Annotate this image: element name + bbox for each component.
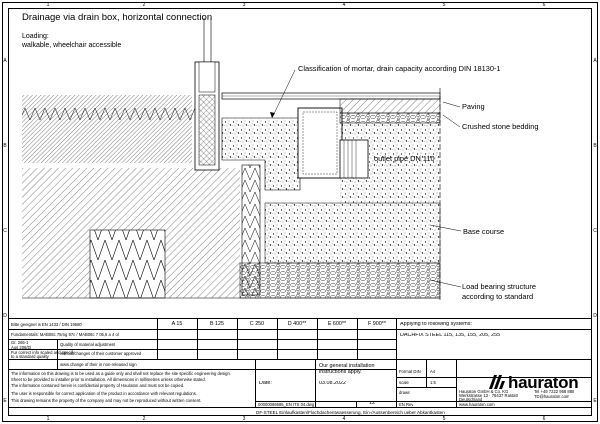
grid-top-4: 4 xyxy=(342,2,346,8)
sheet-code: EN Rev xyxy=(399,402,414,407)
annotation-outlet-pipe: outlet pipe DN 110 xyxy=(374,154,435,163)
annotation-load-bearing-2: according to standard xyxy=(462,292,534,301)
mid-note-1: Quality of material adjustment xyxy=(60,342,116,347)
insulation-top xyxy=(22,108,197,120)
drain-box xyxy=(297,107,343,179)
inner-frame xyxy=(8,8,592,416)
left-note-1: Gr. 265-1 xyxy=(11,340,29,345)
left-note-3: Fur correct info scaled and specify xyxy=(11,350,75,355)
wall-hatch-top xyxy=(22,95,192,163)
left-note-2: Aus 206/Dl xyxy=(11,345,32,350)
fundamentals-text: Fundamentals: MAB08c 75mg 97c / MAB08c 7… xyxy=(11,332,119,337)
drawing-number: 00000069585_EN ITS 04.dwg xyxy=(258,402,315,407)
left-note-4: to a standard quality xyxy=(11,354,49,359)
disclaimer-3: The information contained herein is conf… xyxy=(11,383,185,388)
mid-note-3: www.change of their in non-released sign xyxy=(60,362,137,367)
date-value: 03.08.2022 xyxy=(319,381,346,386)
date-label: Date: xyxy=(259,381,272,386)
grid-top-5: 5 xyxy=(442,2,446,8)
title-block: Bitte geeignet is EN 1433 / DIN 19580 A … xyxy=(9,318,591,415)
disclaimer-5: This drawing remains the property of the… xyxy=(11,398,202,403)
grid-bottom-2: 2 xyxy=(142,416,146,422)
grid-bottom-1: 1 xyxy=(46,416,50,422)
paving-layer xyxy=(339,98,441,114)
base-course xyxy=(264,202,441,264)
contact-2: TD@hauraton.com xyxy=(534,394,570,399)
disclaimer-1: The information on this drawing is to be… xyxy=(11,371,231,376)
format-value: A4 xyxy=(430,369,436,374)
installation-note: Our general installation instructions ap… xyxy=(319,363,375,375)
crushed-stone-layer xyxy=(339,112,441,124)
annotation-base-course: Base course xyxy=(463,227,505,236)
grid-bottom-3: 3 xyxy=(242,416,246,422)
insulation-lower xyxy=(89,229,166,299)
scale-value: 1:5 xyxy=(430,380,436,385)
grid-top-1: 1 xyxy=(46,2,50,8)
grid-right-e: E xyxy=(593,398,597,404)
suitability-text: Bitte geeignet is EN 1433 / DIN 19580 xyxy=(11,322,82,327)
grid-right-d: D xyxy=(593,313,597,319)
grid-top-3: 3 xyxy=(242,2,246,8)
format-label: Format DIN xyxy=(399,369,421,374)
grid-right-c: C xyxy=(593,228,597,234)
drawing-title: Drainage via drain box, horizontal conne… xyxy=(22,12,213,23)
class-d400: D 400** xyxy=(287,321,307,327)
applies-to-label: Applying to following systems: xyxy=(400,322,472,327)
grid-bottom-5: 5 xyxy=(442,416,446,422)
mid-note-2: without changes of their customer approv… xyxy=(60,351,142,356)
grid-bottom-4: 4 xyxy=(342,416,346,422)
grid-left-c: C xyxy=(3,228,7,234)
annotation-mortar: Classification of mortar, drain capacity… xyxy=(298,64,501,73)
address-2: Werkstrasse 13 · 76437 Rastatt xyxy=(459,393,518,398)
footer-caption: DF-STEEL Einlaufkasten/Flachdachentwaess… xyxy=(256,410,445,415)
scale-label: scale xyxy=(399,380,409,385)
grid-bottom-6: 6 xyxy=(542,416,546,422)
grid-left-a: A xyxy=(3,58,7,64)
grid-top-6: 6 xyxy=(542,2,546,8)
grid-left-e: E xyxy=(3,398,7,404)
drawn-label: drawn xyxy=(399,390,411,395)
class-a15: A 15 xyxy=(171,321,183,327)
grid-top-2: 2 xyxy=(142,2,146,8)
class-f900: F 900** xyxy=(368,321,386,327)
loading-value: walkable, wheelchair accessible xyxy=(22,42,122,49)
loading-label: Loading: xyxy=(22,33,49,40)
grid-right-a: A xyxy=(593,58,597,64)
disclaimer-2: Sheet to be provided to installer prior … xyxy=(11,377,206,382)
contact-1: Tel +49 7222 958 888 xyxy=(534,389,575,394)
disclaimer-4: The user is responsible for correct appl… xyxy=(11,391,197,396)
load-bearing-structure xyxy=(239,262,441,299)
grid-left-b: B xyxy=(3,143,7,149)
class-e600: E 600** xyxy=(327,321,347,327)
annotation-load-bearing-1: Load bearing structure xyxy=(462,282,536,291)
grid-right-b: B xyxy=(593,143,597,149)
annotation-paving: Paving xyxy=(462,102,485,111)
annotation-crushed-stone: Crushed stone bedding xyxy=(462,122,539,131)
class-b125: B 125 xyxy=(209,321,225,327)
address-3: Deutschland xyxy=(459,397,483,402)
systems-list: DACHFIX STEEL 115, 135, 155, 205, 255 xyxy=(400,333,501,338)
hauraton-logo-icon xyxy=(489,375,505,389)
address-1: Hauraton GmbH & Co. KG xyxy=(459,389,509,394)
outlet-pipe xyxy=(339,139,369,179)
address-4: www.hauraton.com xyxy=(459,402,495,407)
grid-left-d: D xyxy=(3,313,7,319)
brand-name: hauraton xyxy=(508,373,579,392)
concrete-slab xyxy=(22,168,240,298)
class-c250: C 250 xyxy=(249,321,265,327)
sheet-number: 12 xyxy=(369,401,375,406)
